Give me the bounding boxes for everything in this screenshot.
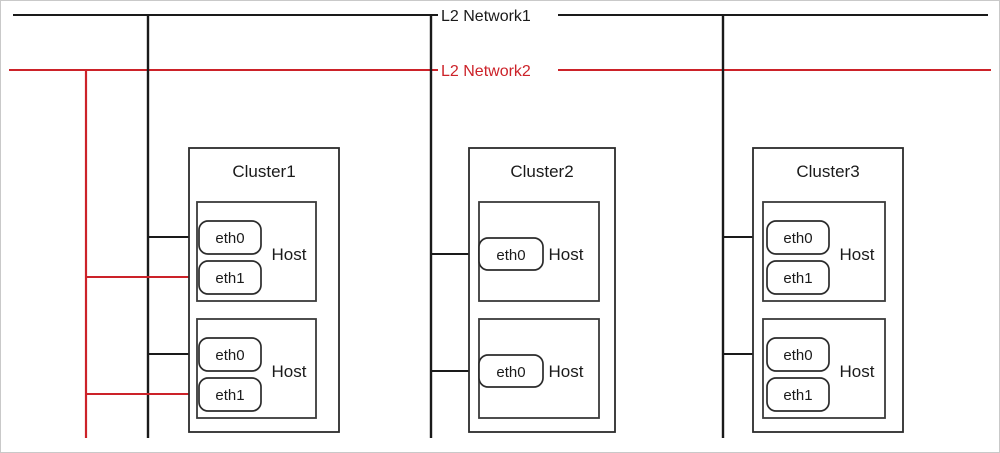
c1h1-eth0-box[interactable] [198,220,262,255]
c3h2-eth1-box[interactable] [766,377,830,412]
c3h1-eth1-label: eth1 [783,270,812,287]
cluster-cluster2[interactable]: Cluster2 Host eth0 Host eth0 [468,147,616,433]
c1h1-eth1-label: eth1 [215,270,244,287]
host-cluster1-host1[interactable]: Host eth0 eth1 [196,201,317,302]
cluster3-host1-label: Host [840,245,875,264]
nic-c3h2-eth1[interactable]: eth1 [766,377,830,412]
c1h2-eth0-box[interactable] [198,337,262,372]
host-cluster3-host1[interactable]: Host eth0 eth1 [762,201,886,302]
cluster1-host1-label: Host [272,245,307,264]
c2h2-eth0-box[interactable] [478,354,544,388]
net1-label: L2 Network1 [441,8,531,25]
host-cluster2-host2[interactable]: Host eth0 [478,318,600,419]
host-cluster1-host2[interactable]: Host eth0 eth1 [196,318,317,419]
cluster2-host1-label: Host [549,245,584,264]
c3h1-eth0-box[interactable] [766,220,830,255]
cluster-cluster1[interactable]: Cluster1 Host eth0 eth1 Host eth0 [188,147,340,433]
cluster2-host2-label: Host [549,362,584,381]
cluster-cluster3[interactable]: Cluster3 Host eth0 eth1 Host eth0 [752,147,904,433]
network-bus-net2: L2 Network2 [9,63,991,80]
nic-c3h1-eth1[interactable]: eth1 [766,260,830,295]
cluster1-host2-label: Host [272,362,307,381]
host-cluster2-host1[interactable]: Host eth0 [478,201,600,302]
cluster1-label: Cluster1 [232,162,295,181]
drop-lines [84,15,725,438]
c1h2-eth1-box[interactable] [198,377,262,412]
cluster3-label: Cluster3 [796,162,859,181]
c3h2-eth0-label: eth0 [783,347,812,364]
nic-c3h1-eth0[interactable]: eth0 [766,220,830,255]
c3h1-eth1-box[interactable] [766,260,830,295]
host-cluster3-host2[interactable]: Host eth0 eth1 [762,318,886,419]
c2h1-eth0-label: eth0 [496,247,525,264]
cluster3-host2-label: Host [840,362,875,381]
c1h1-eth1-box[interactable] [198,260,262,295]
nic-c1h1-eth1[interactable]: eth1 [198,260,262,295]
c2h1-eth0-box[interactable] [478,237,544,271]
nic-c2h2-eth0[interactable]: eth0 [478,354,544,388]
c2h2-eth0-label: eth0 [496,364,525,381]
nic-c1h1-eth0[interactable]: eth0 [198,220,262,255]
network-bus-net1: L2 Network1 [13,8,988,25]
nic-c3h2-eth0[interactable]: eth0 [766,337,830,372]
c1h1-eth0-label: eth0 [215,230,244,247]
c3h2-eth1-label: eth1 [783,387,812,404]
nic-c1h2-eth1[interactable]: eth1 [198,377,262,412]
cluster2-label: Cluster2 [510,162,573,181]
net2-label: L2 Network2 [441,63,531,80]
c1h2-eth0-label: eth0 [215,347,244,364]
c3h1-eth0-label: eth0 [783,230,812,247]
c3h2-eth0-box[interactable] [766,337,830,372]
c1h2-eth1-label: eth1 [215,387,244,404]
nic-c2h1-eth0[interactable]: eth0 [478,237,544,271]
nic-c1h2-eth0[interactable]: eth0 [198,337,262,372]
